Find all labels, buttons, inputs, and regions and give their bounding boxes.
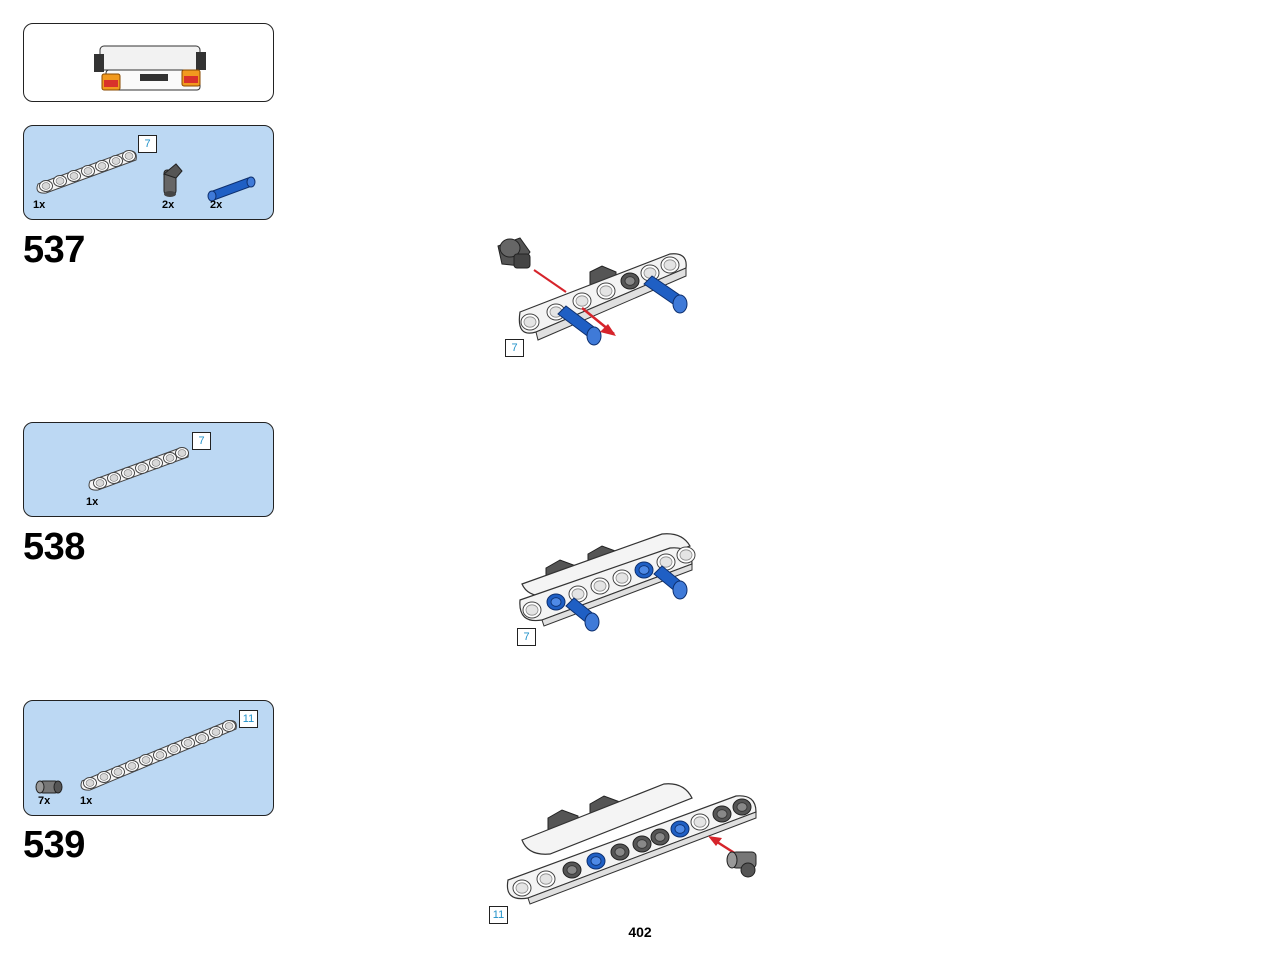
part-quantity: 2x — [210, 199, 223, 211]
assembly-illustration-538 — [519, 533, 696, 632]
white-liftarm-11-icon — [80, 720, 237, 791]
parts-illustration-537 — [36, 150, 256, 202]
parts-callout-538: 7 1x — [23, 422, 274, 517]
assembly-length-label: 7 — [505, 339, 524, 357]
angle-connector-icon — [162, 163, 183, 197]
part-quantity: 2x — [162, 199, 175, 211]
step-number: 539 — [23, 824, 85, 866]
white-liftarm-7-icon — [36, 150, 137, 194]
parts-illustration-538 — [88, 447, 189, 491]
part-quantity: 1x — [80, 795, 93, 807]
blue-axle-pin-icon — [207, 176, 256, 202]
subassembly-illustration — [94, 45, 206, 91]
part-quantity: 1x — [33, 199, 46, 211]
parts-illustration-539 — [35, 720, 237, 794]
part-length-label: 7 — [192, 432, 211, 450]
subassembly-callout — [23, 23, 274, 102]
assembly-length-label: 11 — [489, 906, 508, 924]
white-liftarm-7-icon — [88, 447, 189, 491]
gray-friction-pin-icon — [726, 851, 757, 878]
assembly-illustration-539 — [506, 783, 757, 905]
gray-friction-pin-icon — [35, 780, 63, 794]
part-quantity: 7x — [38, 795, 51, 807]
parts-callout-539: 11 7x 1x — [23, 700, 274, 816]
assembly-length-label: 7 — [517, 628, 536, 646]
part-quantity: 1x — [86, 496, 99, 508]
part-length-label: 11 — [239, 710, 258, 728]
step-number: 537 — [23, 229, 85, 271]
page-number: 402 — [628, 924, 652, 940]
assembly-illustration-537 — [497, 237, 688, 346]
parts-callout-537: 7 1x 2x 2x — [23, 125, 274, 220]
step-number: 538 — [23, 526, 85, 568]
part-length-label: 7 — [138, 135, 157, 153]
